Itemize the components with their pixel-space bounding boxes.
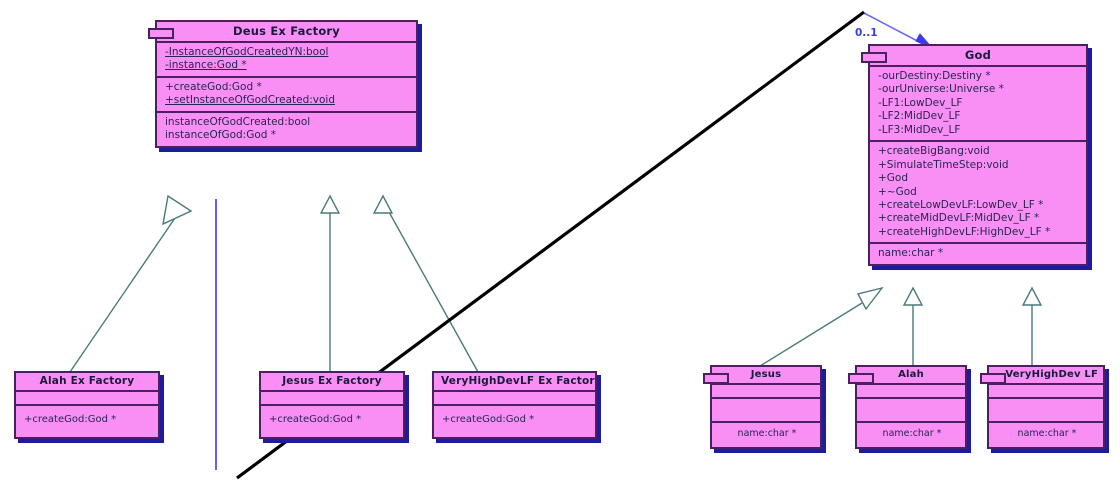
operations-compartment-veryhighdev-lf (989, 397, 1103, 421)
attribute-row: -InstanceOfGodCreatedYN:bool (165, 46, 329, 58)
attributes-compartment-veryhighdev-lf (989, 383, 1103, 397)
operation-row: +createLowDevLF:LowDev_LF * (878, 198, 1044, 211)
extras-compartment-god: name:char * (870, 242, 1086, 263)
class-box-god[interactable]: God -ourDestiny:Destiny * -ourUniverse:U… (861, 44, 1088, 266)
generalization-jesus-ex-factory (319, 194, 341, 372)
operation-row: +~God (878, 185, 917, 198)
class-title-alah: Alah (898, 369, 924, 380)
class-box-veryhighdev-lf[interactable]: VeryHighDev LF name:char * (980, 365, 1105, 450)
operation-row: +God (878, 172, 909, 185)
attribute-row: -ourDestiny:Destiny * (878, 70, 991, 82)
extras-compartment-deus-ex-factory: instanceOfGodCreated:bool instanceOfGod:… (157, 110, 416, 146)
generalization-jesus (759, 286, 884, 367)
association-multiplicity-label: 0..1 (855, 27, 878, 39)
attributes-compartment-alah (857, 383, 965, 397)
class-box-jesus-ex-factory[interactable]: Jesus Ex Factory +createGod:God * (259, 371, 405, 439)
class-tab-icon (980, 373, 1006, 384)
class-tab-icon (703, 373, 729, 384)
class-tab-icon (861, 52, 887, 63)
attributes-compartment-alah-ex-factory (16, 390, 158, 404)
operations-compartment-veryhighdevlf-ex-factory: +createGod:God * (434, 404, 595, 437)
attributes-compartment-jesus (712, 383, 820, 397)
attributes-compartment-veryhighdevlf-ex-factory (434, 390, 595, 404)
extras-compartment-veryhighdev-lf: name:char * (989, 421, 1103, 447)
class-box-alah-ex-factory[interactable]: Alah Ex Factory +createGod:God * (14, 371, 160, 439)
operations-compartment-jesus (712, 397, 820, 421)
class-box-veryhighdevlf-ex-factory[interactable]: VeryHighDevLF Ex Factory +createGod:God … (432, 371, 597, 439)
operations-compartment-deus-ex-factory: +createGod:God * +setInstanceOfGodCreate… (157, 75, 416, 111)
class-title-veryhighdevlf-ex-factory: VeryHighDevLF Ex Factory (441, 375, 595, 387)
generalization-veryhighdev-lf (1021, 286, 1043, 366)
property-row: name:char * (882, 428, 942, 439)
property-row: name:char * (1017, 428, 1077, 439)
class-box-alah[interactable]: Alah name:char * (848, 365, 967, 450)
extras-compartment-jesus: name:char * (712, 421, 820, 447)
property-row: instanceOfGod:God * (165, 129, 277, 142)
class-tab-icon (848, 373, 874, 384)
attribute-row: -instance:God * (165, 59, 247, 72)
operation-row: +createGod:God * (442, 414, 535, 425)
extras-compartment-alah: name:char * (857, 421, 965, 447)
generalization-alah-ex-factory (69, 194, 193, 373)
class-title-deus-ex-factory: Deus Ex Factory (233, 24, 340, 38)
attribute-row: -LF3:MidDev_LF (878, 123, 961, 136)
attribute-row: -ourUniverse:Universe * (878, 83, 1004, 96)
class-title-veryhighdev-lf: VeryHighDev LF (1005, 369, 1098, 380)
attributes-compartment-god: -ourDestiny:Destiny * -ourUniverse:Unive… (870, 65, 1086, 140)
attribute-row: -LF1:LowDev_LF (878, 96, 963, 109)
attribute-row: -LF2:MidDev_LF (878, 110, 961, 123)
operation-row: +createGod:God * (165, 80, 262, 93)
operations-compartment-god: +createBigBang:void +SimulateTimeStep:vo… (870, 140, 1086, 242)
operation-row: +setInstanceOfGodCreated:void (165, 94, 336, 107)
generalization-veryhighdevlf-ex-factory (372, 194, 479, 373)
class-box-deus-ex-factory[interactable]: Deus Ex Factory -InstanceOfGodCreatedYN:… (148, 20, 418, 148)
generalization-alah (902, 286, 924, 366)
operation-row: +createHighDevLF:HighDev_LF * (878, 225, 1051, 238)
operation-row: +createBigBang:void (878, 145, 990, 158)
class-tab-icon (148, 28, 174, 39)
operation-row: +createGod:God * (269, 414, 362, 425)
class-box-jesus[interactable]: Jesus name:char * (703, 365, 822, 450)
operation-row: +createMidDevLF:MidDev_LF * (878, 212, 1040, 225)
attributes-compartment-deus-ex-factory: -InstanceOfGodCreatedYN:bool -instance:G… (157, 41, 416, 76)
property-row: name:char * (878, 247, 944, 260)
operations-compartment-alah (857, 397, 965, 421)
class-title-alah-ex-factory: Alah Ex Factory (39, 375, 135, 387)
class-title-jesus-ex-factory: Jesus Ex Factory (282, 375, 382, 387)
operation-row: +SimulateTimeStep:void (878, 158, 1009, 171)
attributes-compartment-jesus-ex-factory (261, 390, 403, 404)
property-row: name:char * (737, 428, 797, 439)
operations-compartment-alah-ex-factory: +createGod:God * (16, 404, 158, 437)
property-row: instanceOfGodCreated:bool (165, 115, 311, 128)
class-title-god: God (964, 48, 992, 62)
operation-row: +createGod:God * (24, 414, 117, 425)
operations-compartment-jesus-ex-factory: +createGod:God * (261, 404, 403, 437)
